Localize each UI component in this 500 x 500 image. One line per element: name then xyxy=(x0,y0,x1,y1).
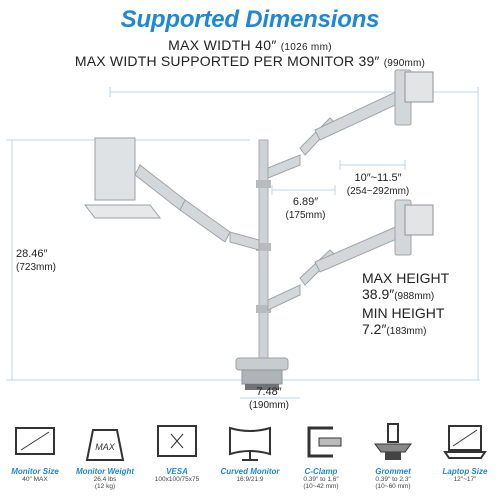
monitor-size-icon xyxy=(13,420,57,464)
monitor-arm-illustration xyxy=(6,69,480,399)
pole xyxy=(258,139,269,366)
max-width-per-monitor-label: MAX WIDTH SUPPORTED PER MONITOR 39″ (990… xyxy=(74,53,426,69)
spec-icons-row: Monitor Size 40″ MAX MAX Monitor Weight … xyxy=(0,408,500,500)
lower-vesa-plate xyxy=(404,204,434,236)
spec-laptop-size: Laptop Size 12″~17″ xyxy=(434,408,496,483)
curved-monitor-icon xyxy=(228,420,272,464)
max-height-dim: MAX HEIGHT 38.9″(988mm) xyxy=(362,270,450,302)
arm-offset-dim: 6.89″ (175mm) xyxy=(285,196,326,221)
base-width-dim: 7.48″ (190mm) xyxy=(248,386,289,411)
c-clamp-icon xyxy=(299,420,343,464)
clamp-body xyxy=(241,369,283,385)
grommet-icon xyxy=(371,420,415,464)
laptop-arm xyxy=(134,164,260,251)
spec-curved-monitor: Curved Monitor 16:9/21:9 xyxy=(219,408,281,483)
vesa-icon xyxy=(155,420,199,464)
clamp-screw xyxy=(245,384,279,390)
spec-monitor-weight: MAX Monitor Weight 26.4 lbs (12 kg) xyxy=(74,408,136,490)
min-height-dim: MIN HEIGHT 7.2″(183mm) xyxy=(362,305,445,337)
laptop-icon xyxy=(443,420,487,464)
spec-vesa: VESA 100x100/75x75 xyxy=(146,408,208,483)
pole-collar-3 xyxy=(256,305,271,313)
page-title: Supported Dimensions xyxy=(120,6,380,33)
spec-c-clamp: C-Clamp 0.39″ to 1.6″ (10~42 mm) xyxy=(290,408,352,490)
weight-icon: MAX xyxy=(83,420,127,464)
weight-icon-text: MAX xyxy=(95,442,116,452)
pole-collar-2 xyxy=(256,243,271,251)
clamp-top xyxy=(235,357,289,371)
arm-reach-dim: 10″~11.5″ (254~292mm) xyxy=(346,172,410,197)
spec-monitor-size: Monitor Size 40″ MAX xyxy=(4,408,66,483)
upper-vesa-plate xyxy=(404,71,434,103)
total-height-dim: 28.46″ (723mm) xyxy=(16,248,57,273)
laptop-tray xyxy=(83,204,162,219)
max-width-label: MAX WIDTH 40″ (1026 mm) xyxy=(168,37,332,53)
spec-grommet: Grommet 0.39″ to 2.3″ (10~60 mm) xyxy=(362,408,424,490)
pole-collar-1 xyxy=(256,180,271,188)
laptop-vertical-plate xyxy=(94,137,136,201)
